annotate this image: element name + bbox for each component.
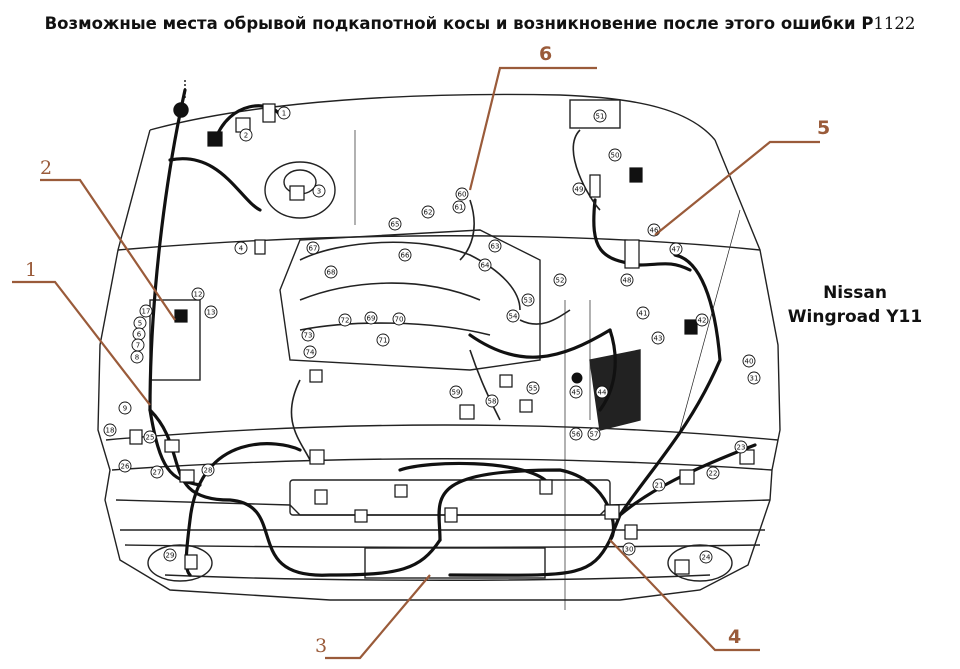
- connector-number: 51: [596, 113, 605, 121]
- connector-number: 55: [529, 385, 538, 393]
- connector-number: 67: [309, 245, 318, 253]
- connector-number: 54: [509, 313, 518, 321]
- connector-number: 30: [625, 546, 634, 554]
- callout-5: 5: [817, 117, 830, 139]
- callout-numbers: 1 2 3 4 5 6: [25, 43, 830, 657]
- connector-number: 70: [395, 316, 404, 324]
- callout-3: 3: [315, 635, 327, 657]
- connector-number: 9: [123, 405, 127, 413]
- connector-number: 44: [598, 389, 607, 397]
- connector-number: 5: [138, 320, 142, 328]
- diagram-title: Возможные места обрывой подкапотной косы…: [0, 14, 960, 33]
- connector-number: 29: [166, 552, 175, 560]
- connector-number: 22: [709, 470, 718, 478]
- connector-number: 58: [488, 398, 497, 406]
- connector-number: 31: [750, 375, 759, 383]
- connector-number: 41: [639, 310, 648, 318]
- caption-model: Wingroad Y11: [787, 307, 923, 327]
- connector-number: 4: [239, 245, 244, 253]
- connector-blocks: [129, 103, 755, 575]
- error-code: 1122: [873, 14, 916, 33]
- connector-number: 73: [304, 332, 313, 340]
- connector-number: 12: [194, 291, 203, 299]
- connector-number: 43: [654, 335, 663, 343]
- connector-number: 18: [106, 427, 115, 435]
- connector-number: 17: [142, 308, 151, 316]
- connector-number: 65: [391, 221, 400, 229]
- antenna: [173, 80, 189, 118]
- connector-number: 2: [244, 132, 248, 140]
- connector-number: 8: [135, 354, 139, 362]
- wire-harness: [148, 88, 757, 577]
- connector-number: 45: [572, 389, 581, 397]
- connector-number: 23: [737, 444, 746, 452]
- connector-number: 46: [650, 227, 659, 235]
- connector-number: 7: [136, 342, 140, 350]
- connector-number: 42: [698, 317, 707, 325]
- connector-number: 52: [556, 277, 565, 285]
- connector-number: 1: [282, 110, 286, 118]
- callout-2: 2: [40, 157, 52, 179]
- connector-number: 26: [121, 463, 130, 471]
- callout-6: 6: [539, 43, 552, 65]
- connector-number: 57: [590, 431, 599, 439]
- callout-leaders: [12, 66, 820, 660]
- callout-4: 4: [728, 626, 741, 648]
- callout-1: 1: [25, 259, 37, 281]
- connector-number: 66: [401, 252, 410, 260]
- connector-number: 56: [572, 431, 581, 439]
- connector-number: 63: [491, 243, 500, 251]
- connector-number: 40: [745, 358, 754, 366]
- connector-number: 62: [424, 209, 433, 217]
- connector-number: 47: [672, 246, 681, 254]
- connector-number: 53: [524, 297, 533, 305]
- caption-make: Nissan: [823, 283, 887, 303]
- connector-number: 6: [137, 331, 142, 339]
- connector-number: 24: [702, 554, 711, 562]
- connector-number: 60: [458, 191, 467, 199]
- connector-number: 28: [204, 467, 213, 475]
- connector-number: 72: [341, 317, 350, 325]
- connector-number: 74: [306, 349, 315, 357]
- connector-number: 71: [379, 337, 388, 345]
- construction-lines: [354, 130, 741, 610]
- connector-number: 64: [481, 262, 490, 270]
- connector-number: 3: [317, 188, 321, 196]
- connector-number: 61: [455, 204, 464, 212]
- title-text: Возможные места обрывой подкапотной косы…: [44, 14, 874, 33]
- connector-number: 27: [153, 469, 162, 477]
- connector-number: 49: [575, 186, 584, 194]
- vehicle-caption: Nissan Wingroad Y11: [780, 281, 930, 329]
- connector-number: 21: [655, 482, 664, 490]
- connector-number: 13: [207, 309, 216, 317]
- connector-number: 69: [367, 315, 376, 323]
- connector-number: 68: [327, 269, 336, 277]
- connector-number: 25: [146, 434, 155, 442]
- connector-markers: [103, 106, 761, 564]
- connector-number: 59: [452, 389, 461, 397]
- connector-number: 48: [623, 277, 632, 285]
- engine-harness: [290, 129, 601, 461]
- connector-number: 50: [611, 152, 620, 160]
